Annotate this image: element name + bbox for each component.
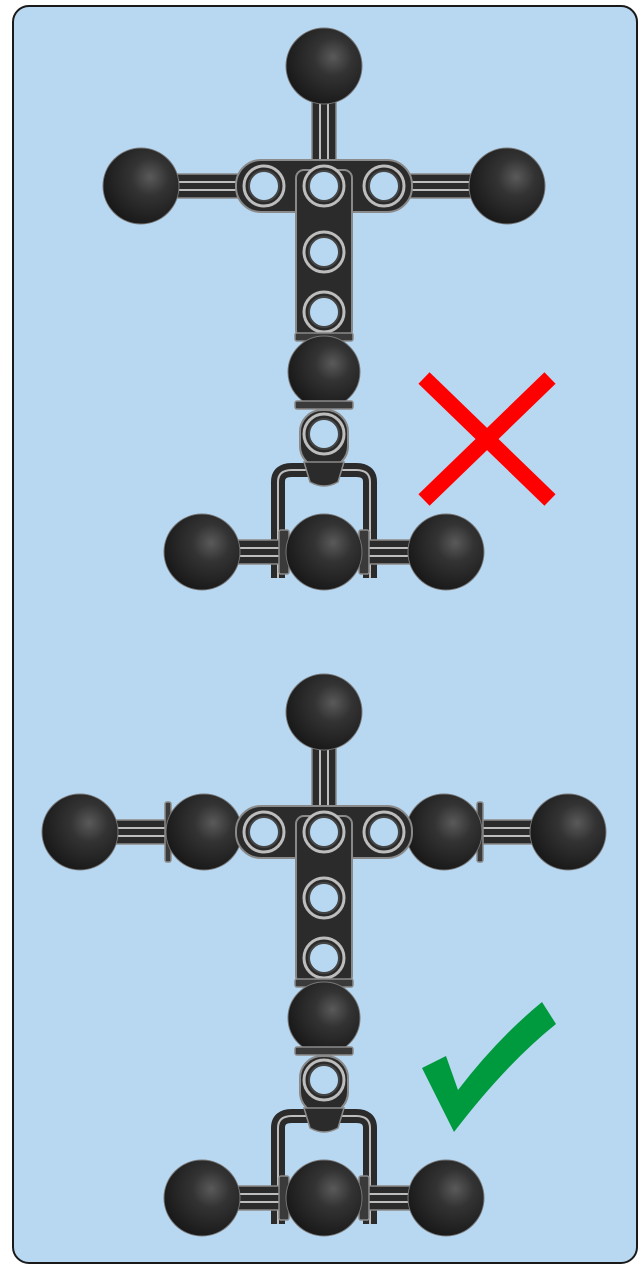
ball-joint [285, 1159, 363, 1237]
pin-hole-inner [308, 816, 340, 848]
axle-collar [294, 1046, 354, 1056]
ball-joint [285, 27, 363, 105]
panel-background [12, 5, 638, 1264]
pin-hole-inner [308, 236, 340, 268]
pin-hole-inner [308, 296, 340, 328]
pin-hole-inner [248, 170, 280, 202]
axle [311, 740, 337, 812]
ball-joint [287, 335, 361, 409]
axle [311, 94, 337, 166]
ball-joint [102, 147, 180, 225]
pin-hole-inner [248, 816, 280, 848]
ball-joint [163, 1159, 241, 1237]
ball-joint [407, 1159, 485, 1237]
cross-icon [418, 372, 556, 506]
ball-joint [41, 793, 119, 871]
axle-collar [294, 400, 354, 410]
pin-hole-inner [308, 942, 340, 974]
ball-joint [163, 513, 241, 591]
cross-stroke [418, 372, 556, 506]
wrong-assembly [102, 27, 546, 591]
checkmark-icon [422, 1002, 556, 1132]
pin-hole-inner [308, 170, 340, 202]
ball-joint [287, 981, 361, 1055]
correct-assembly [41, 673, 607, 1237]
ball-joint [165, 793, 243, 871]
ball-joint [405, 793, 483, 871]
pin-hole-inner [308, 1064, 340, 1096]
ball-joint [407, 513, 485, 591]
ball-joint [529, 793, 607, 871]
ball-joint [468, 147, 546, 225]
check-stroke [422, 1002, 556, 1132]
ball-joint [285, 673, 363, 751]
ball-joint [285, 513, 363, 591]
pin-hole-inner [308, 882, 340, 914]
pin-hole-inner [308, 418, 340, 450]
pin-hole-inner [368, 170, 400, 202]
pin-hole-inner [368, 816, 400, 848]
claw-neck [302, 1107, 346, 1133]
claw-neck [302, 461, 346, 487]
